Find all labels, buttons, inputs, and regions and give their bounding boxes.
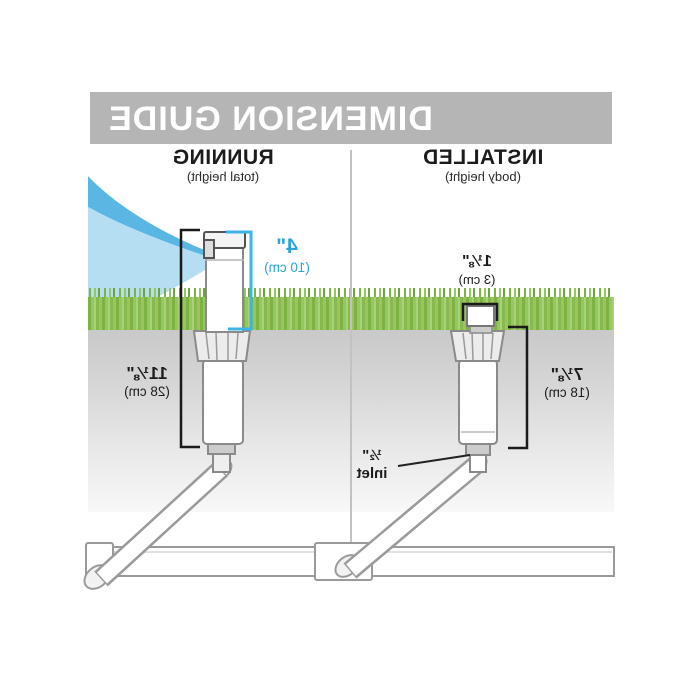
label-exposed-height: 1⅛" (3 cm) [458, 253, 496, 287]
bracket-total-height [179, 228, 200, 449]
running-title: RUNNING [172, 146, 274, 169]
divider-line [350, 150, 352, 545]
bracket-body-height [508, 325, 529, 450]
bracket-popup-height [226, 230, 253, 331]
label-popup-height: 4" (10 cm) [264, 235, 310, 275]
running-section-header: RUNNING (total height) [150, 146, 296, 185]
label-body-height: 7⅛" (18 cm) [544, 364, 590, 400]
label-inlet-size: ½" inlet [356, 447, 388, 482]
installed-title: INSTALLED [422, 146, 544, 169]
inlet-leader-line [397, 454, 471, 467]
nozzle-icon [203, 239, 215, 259]
installed-subtitle: (body height) [445, 169, 521, 185]
banner: DIMENSION GUIDE [90, 92, 612, 144]
installed-sprinkler [449, 305, 506, 473]
running-subtitle: (total height) [186, 169, 260, 185]
popup-sprinkler [192, 231, 252, 473]
label-total-height: 11⅛" (28 cm) [124, 363, 170, 399]
bracket-exposed-height [461, 302, 499, 321]
pipe-assembly [83, 454, 615, 590]
installed-section-header: INSTALLED (body height) [410, 146, 556, 185]
